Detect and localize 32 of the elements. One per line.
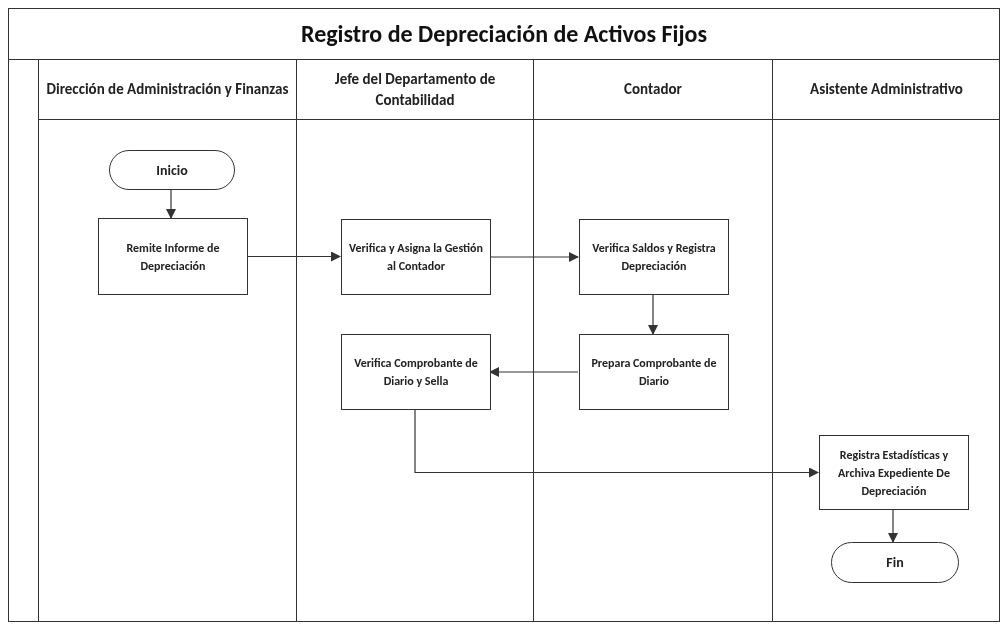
step-text: Verifica y Asigna la Gestión al Contador (348, 240, 484, 275)
step-text: Prepara Comprobante de Diario (590, 355, 718, 390)
process-box (341, 219, 491, 295)
arrow (414, 409, 819, 478)
arrow (489, 367, 579, 377)
swimlane (38, 60, 296, 622)
process-box (819, 435, 969, 510)
lane-header: Jefe del Departamento de Contabilidad (333, 69, 497, 110)
arrow (166, 189, 176, 219)
terminator-shape (109, 150, 235, 190)
swimlane (533, 60, 772, 622)
process-box (341, 334, 491, 410)
arrow (489, 252, 579, 262)
lane-header: Asistente Administrativo (810, 79, 963, 100)
process-box (98, 218, 248, 295)
arrow (246, 251, 341, 262)
terminator-shape (831, 542, 959, 583)
process-box (579, 219, 729, 295)
lane-header: Contador (624, 79, 682, 100)
step-text: Verifica Comprobante de Diario y Sella (353, 355, 479, 390)
step-text: Fin (886, 553, 904, 573)
lane-header: Dirección de Administración y Finanzas (46, 79, 289, 100)
process-box (579, 334, 729, 410)
step-text: Registra Estadísticas y Archiva Expediente De Depreciación (837, 446, 951, 500)
arrow (888, 509, 898, 543)
arrow (648, 294, 658, 335)
step-text: Remite Informe de Depreciación (125, 239, 221, 275)
step-text: Verifica Saldos y Registra Depreciación (591, 240, 717, 275)
swimlane (772, 60, 1000, 622)
diagram-title: Registro de Depreciación de Activos Fijos (301, 17, 707, 50)
swimlane (296, 60, 533, 622)
step-text: Inicio (156, 160, 188, 181)
